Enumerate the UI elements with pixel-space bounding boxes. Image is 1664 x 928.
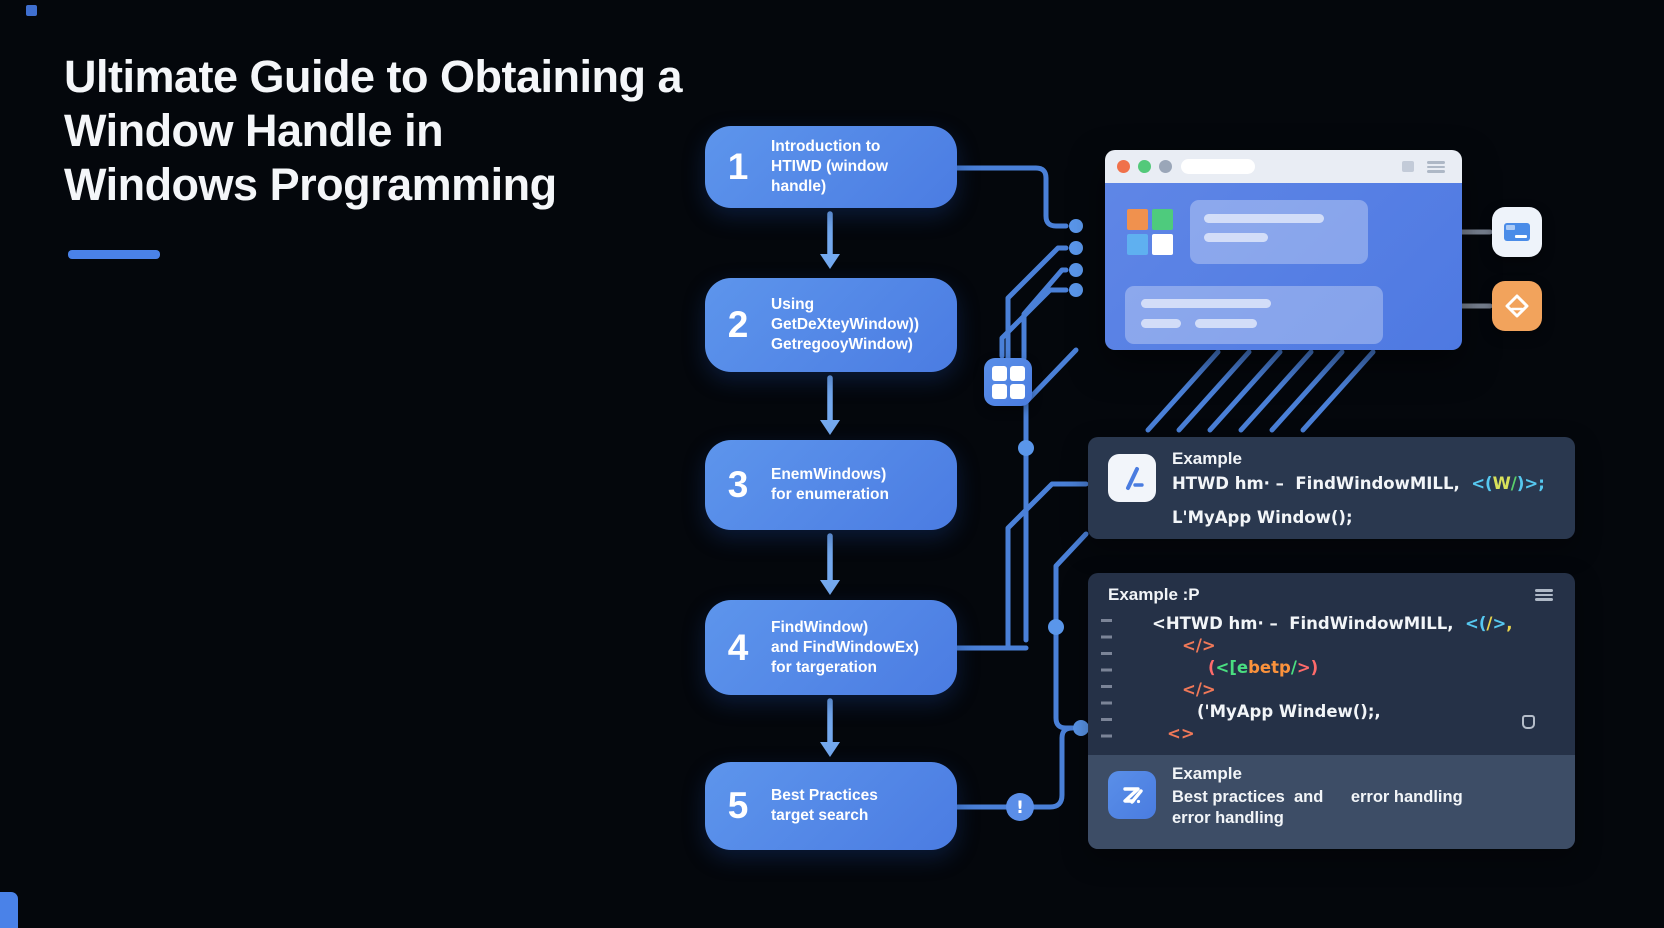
page-title: Ultimate Guide to Obtaining a Window Han… <box>64 51 683 210</box>
code-line: <HTWD hm· – FindWindowMILL, <(/>, <box>1152 614 1513 633</box>
code-slash-icon <box>1108 454 1156 502</box>
code-line: <> <box>1167 724 1195 743</box>
footer-text: Best practices and error handling error … <box>1172 788 1463 827</box>
shield-badge-icon <box>1522 715 1535 729</box>
browser-window-mockup <box>1105 150 1462 350</box>
browser-title-bar <box>1105 150 1462 183</box>
example-footer-card: Example Best practices and error handlin… <box>1088 755 1575 849</box>
example1-heading: Example <box>1172 449 1242 468</box>
step-label: EnemWindows) for enumeration <box>771 466 889 503</box>
corner-notch-decoration <box>0 892 18 928</box>
flow-step-3: 3 EnemWindows) for enumeration <box>705 440 957 530</box>
step-label: Best Practices target search <box>771 787 878 824</box>
title-underline <box>68 250 160 259</box>
code-line: (<[ebetp/>) <box>1208 658 1319 677</box>
example-card-1: Example HTWD hm· – FindWindowMILL, <(W/)… <box>1088 437 1575 539</box>
code-example-panel: Example :P <HTWD hm· – FindWindowMILL, <… <box>1088 573 1575 849</box>
step-label: Introduction to HTIWD (window handle) <box>771 138 889 195</box>
traffic-light-green-icon <box>1138 160 1151 173</box>
diamond-send-icon <box>1492 281 1542 331</box>
step-number: 5 <box>727 785 749 826</box>
circuit-traces <box>952 165 1376 810</box>
step-label: Using GetDeXteyWindow)) GetregooyWindow) <box>771 296 919 353</box>
step-number: 3 <box>727 464 749 505</box>
address-bar-pill <box>1181 159 1255 174</box>
step-number: 2 <box>727 304 749 345</box>
alert-exclamation-icon: ! <box>1016 798 1024 818</box>
traffic-light-red-icon <box>1117 160 1130 173</box>
flow-step-1: 1 Introduction to HTIWD (window handle) <box>705 126 957 208</box>
step-number: 1 <box>727 146 749 187</box>
step-number: 4 <box>727 626 749 668</box>
content-card-2 <box>1125 286 1383 344</box>
code-line: ('MyApp Windew();, <box>1197 702 1381 721</box>
flow-step-2: 2 Using GetDeXteyWindow)) GetregooyWindo… <box>705 278 957 372</box>
alert-node-circle <box>1006 793 1034 821</box>
menu-hamburger-icon <box>1427 161 1445 173</box>
example1-code-line1: HTWD hm· – FindWindowMILL, <(W/)>; <box>1172 474 1545 493</box>
code-line: </> <box>1182 680 1216 699</box>
footer-heading: Example <box>1172 764 1242 783</box>
panel-hamburger-icon <box>1535 589 1553 601</box>
example1-code-line2: L'MyApp Window(); <box>1172 508 1353 527</box>
flow-arrowheads <box>820 254 840 757</box>
code-area: Example :P <HTWD hm· – FindWindowMILL, <… <box>1088 573 1575 755</box>
windows-grid-icon <box>984 358 1032 406</box>
tab-square-icon <box>1402 161 1414 172</box>
flow-step-4: 4 FindWindow) and FindWindowEx) for targ… <box>705 600 957 695</box>
line-number-gutter <box>1101 619 1112 747</box>
browser-content <box>1105 183 1462 350</box>
content-card-1 <box>1190 200 1368 264</box>
corner-square-decoration <box>26 5 37 16</box>
z-slash-icon <box>1108 771 1156 819</box>
flow-step-5: 5 Best Practices target search <box>705 762 957 850</box>
windows-logo <box>1127 209 1173 255</box>
traffic-light-gray-icon <box>1159 160 1172 173</box>
window-chat-icon <box>1492 207 1542 257</box>
step-label: FindWindow) and FindWindowEx) for targer… <box>771 618 919 676</box>
code-line: </> <box>1182 636 1216 655</box>
gray-links <box>1459 229 1493 309</box>
circuit-nodes <box>1018 219 1089 736</box>
code-panel-heading: Example :P <box>1108 585 1200 604</box>
